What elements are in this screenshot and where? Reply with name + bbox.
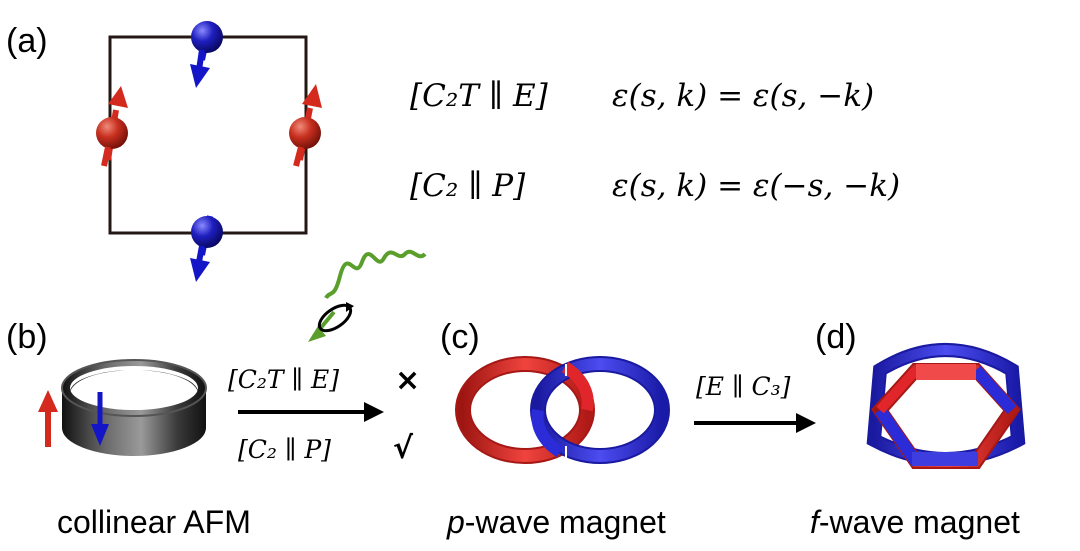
spin-bottom-blue [190,215,223,282]
transition-c-label: [E ∥ C₃] [696,372,791,401]
caption-p-wave-suffix: -wave magnet [465,504,666,540]
equation-2-relation: ε(s, k) = ε(−s, −k) [612,168,900,204]
caption-p-wave-prefix: p [446,504,465,540]
equation-1-symmetry: [C₂T ∥ E] [410,78,549,114]
lattice-square [108,35,308,235]
caption-f-wave: f-wave magnet [810,504,1020,540]
panel-label-c: (c) [440,318,480,356]
p-wave-rings [455,356,670,464]
caption-collinear-afm: collinear AFM [57,504,251,540]
spin-top-blue [190,21,223,88]
afm-ring [61,359,207,456]
caption-p-wave: p-wave magnet [446,504,666,540]
transition-b-top-label: [C₂T ∥ E] [228,365,339,394]
transition-b-bottom-label: [C₂ ∥ P] [238,435,331,464]
light-wave-icon [308,249,427,342]
panel-label-a: (a) [6,22,48,60]
equation-2-symmetry: [C₂ ∥ P] [410,168,526,204]
f-wave-rings [866,343,1026,469]
spin-right-red [289,84,322,167]
caption-f-wave-suffix: -wave magnet [819,504,1020,540]
transition-b-top-mark: × [395,363,420,398]
panel-label-d: (d) [815,318,857,356]
transition-b-bottom-mark: √ [393,431,414,466]
panel-label-b: (b) [6,318,48,356]
afm-spin-up-arrow [38,390,58,447]
afm-spin-down-arrow [91,392,109,446]
spin-left-red [96,86,128,167]
equation-1-relation: ε(s, k) = ε(s, −k) [612,78,874,114]
